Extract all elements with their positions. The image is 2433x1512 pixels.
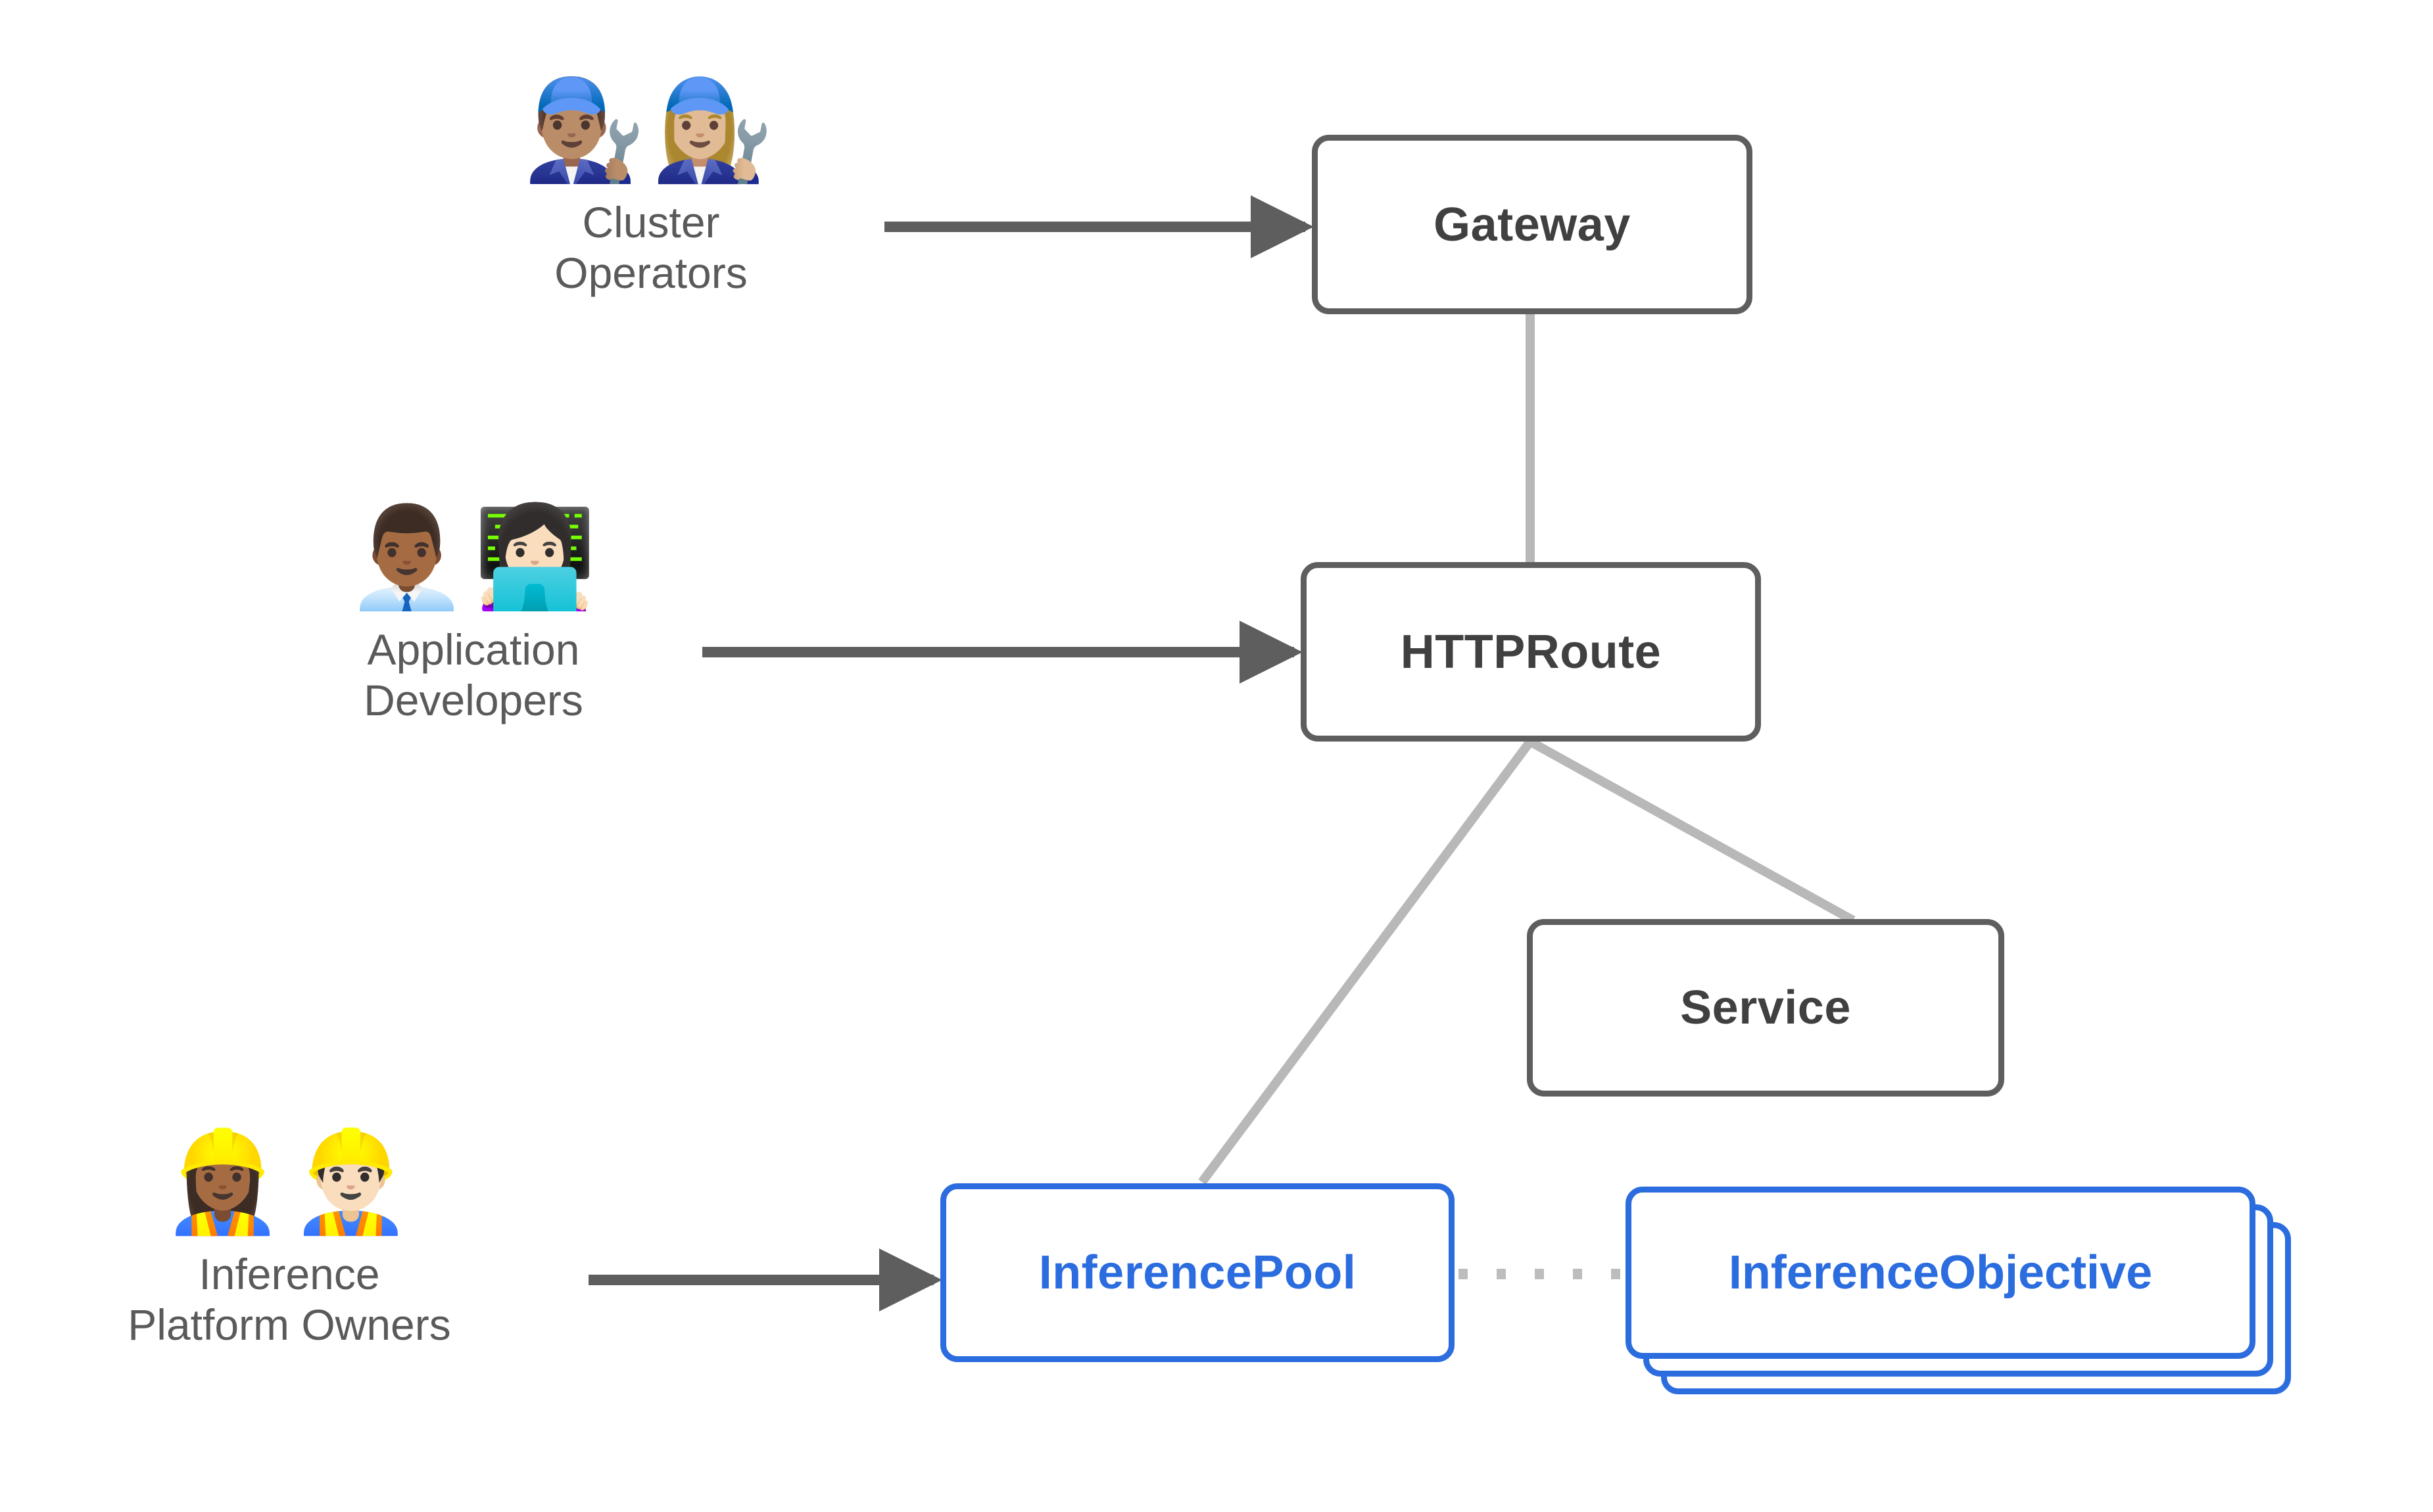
persona-inference-platform-owners: 👷🏾‍♀️👷🏻‍♂️ Inference Platform Owners	[85, 1125, 493, 1351]
node-service[interactable]: Service	[1527, 919, 2004, 1097]
node-inferenceobjective-stack[interactable]: InferenceObjective	[1626, 1187, 2296, 1397]
developer-icons: 👨🏾‍💼👩🏻‍💻	[345, 500, 602, 615]
node-inferencepool[interactable]: InferencePool	[940, 1183, 1455, 1362]
node-label-inferenceobjective: InferenceObjective	[1728, 1246, 2153, 1299]
construction-worker-icons: 👷🏾‍♀️👷🏻‍♂️	[161, 1125, 418, 1239]
mechanic-icons: 👨🏽‍🔧👩🏼‍🔧	[523, 73, 779, 187]
node-gateway[interactable]: Gateway	[1312, 135, 1752, 314]
node-httproute[interactable]: HTTPRoute	[1301, 562, 1761, 742]
node-label-gateway: Gateway	[1433, 198, 1631, 251]
persona-label-inference-platform-owners: Inference Platform Owners	[128, 1249, 451, 1350]
node-label-service: Service	[1680, 981, 1851, 1034]
persona-application-developers: 👨🏾‍💼👩🏻‍💻 Application Developers	[309, 506, 638, 726]
edge-httproute-to-service	[1528, 737, 1856, 925]
inferenceobjective-card-front[interactable]: InferenceObjective	[1626, 1187, 2255, 1359]
node-label-inferencepool: InferencePool	[1038, 1246, 1357, 1299]
node-label-httproute: HTTPRoute	[1400, 625, 1662, 678]
persona-label-application-developers: Application Developers	[364, 625, 583, 725]
persona-cluster-operators: 👨🏽‍🔧👩🏼‍🔧 Cluster Operators	[500, 73, 802, 299]
persona-label-cluster-operators: Cluster Operators	[554, 197, 748, 298]
edge-httproute-to-inferencepool	[1198, 738, 1534, 1185]
